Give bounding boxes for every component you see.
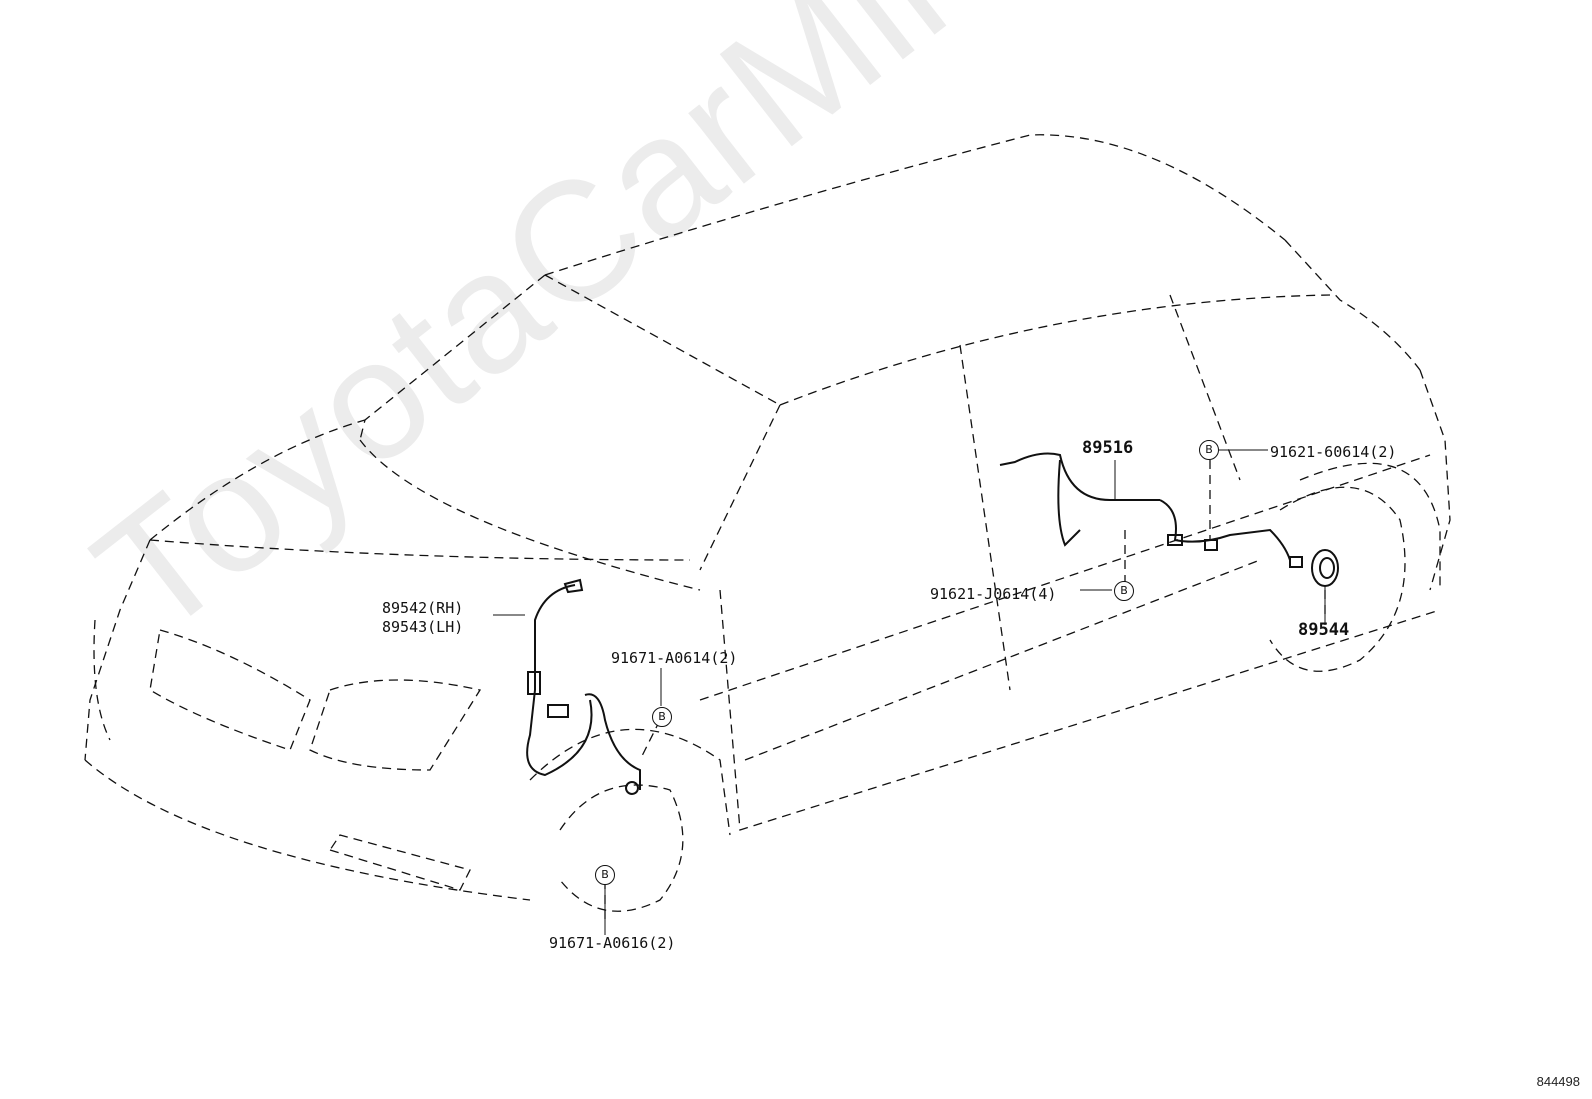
part-89544-label: 89544 <box>1298 620 1350 640</box>
bolt-marker-front-lower: B <box>595 865 615 885</box>
bolt-marker-front-upper: B <box>652 707 672 727</box>
figure-number: 844498 <box>1536 1074 1580 1089</box>
bolt-91671-a0614-label: 91671-A0614(2) <box>611 649 738 667</box>
bolt-91621-60614-label: 91621-60614(2) <box>1270 443 1397 461</box>
part-89516-label: 89516 <box>1082 438 1134 458</box>
part-89543-lh-label: 89543(LH) <box>382 618 464 636</box>
bolt-marker-rear-lower: B <box>1114 581 1134 601</box>
part-89542-rh-label: 89542(RH) <box>382 599 464 617</box>
bolt-91671-a0616-label: 91671-A0616(2) <box>549 934 676 952</box>
bolt-marker-rear-upper: B <box>1199 440 1219 460</box>
bolt-91621-j0614-label: 91621-J0614(4) <box>930 585 1057 603</box>
